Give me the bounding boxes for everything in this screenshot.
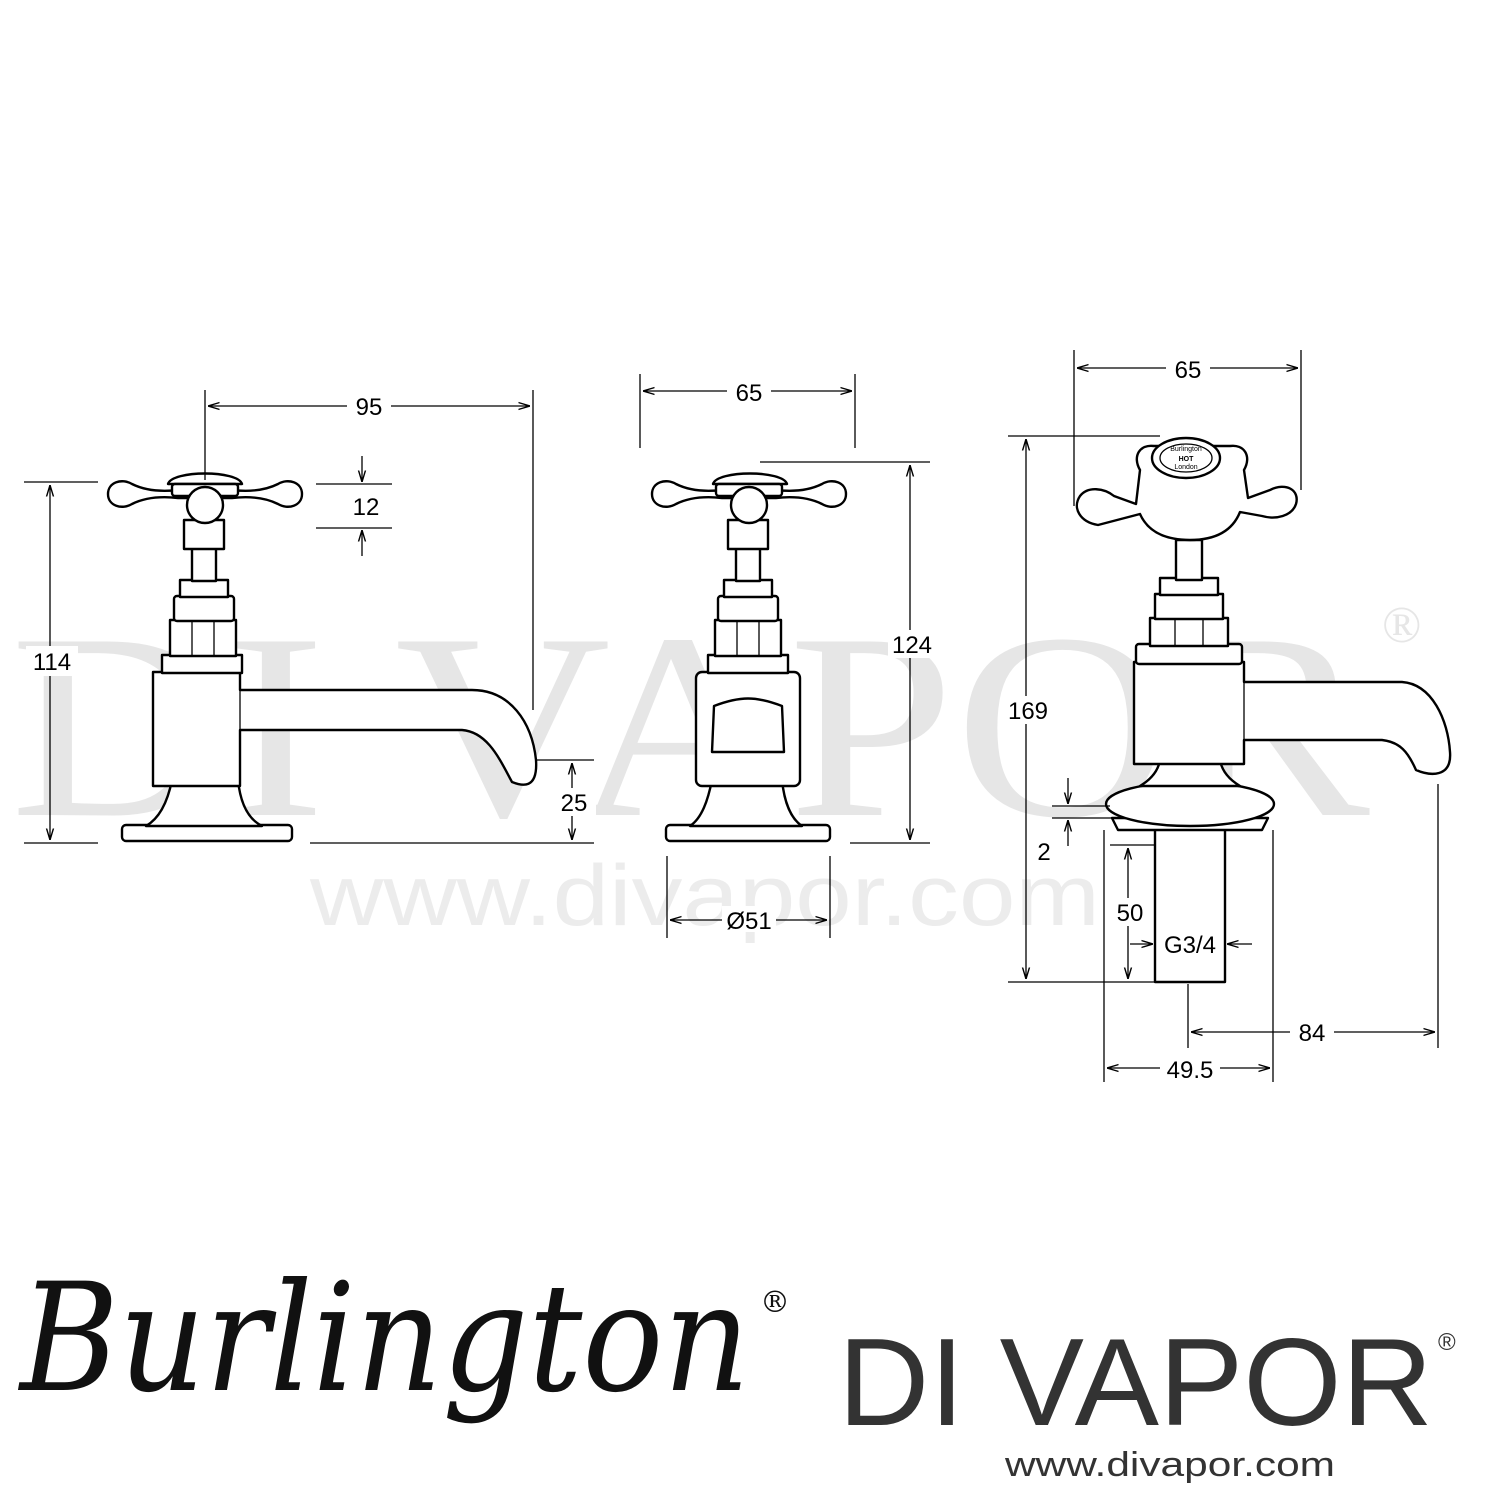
- detail-body-spout: [1132, 660, 1452, 775]
- detail-cross-handle: [1075, 444, 1298, 542]
- badge-hot-label: HOT: [1179, 456, 1195, 463]
- dim-front-width: 65: [736, 380, 763, 407]
- side-stem-top: [182, 518, 226, 551]
- badge-sub: London: [1174, 464, 1197, 471]
- front-base-plate: [664, 823, 832, 843]
- dim-tail-length: 50: [1117, 900, 1144, 927]
- detail-view: Burlington HOT London 65 169 2 50 G3/4 8…: [1004, 350, 1452, 1084]
- detail-stem: [1174, 538, 1204, 582]
- side-view: 114 95 12 25: [24, 390, 596, 844]
- detail-flange: [1104, 780, 1276, 828]
- dim-tail-to-spout: 84: [1299, 1020, 1326, 1047]
- side-gland: [172, 594, 236, 623]
- divapor-url: www.divapor.com: [1004, 1446, 1335, 1484]
- watermark-url: www.divapor.com: [309, 848, 1100, 944]
- front-handle-cap: [711, 472, 789, 486]
- front-stem: [734, 546, 762, 583]
- side-collar: [160, 653, 244, 675]
- front-spout-opening: [710, 697, 786, 754]
- dim-flange-thickness: 2: [1037, 839, 1050, 866]
- front-pedestal: [688, 778, 804, 828]
- watermark-registered-mark: ®: [1382, 597, 1422, 654]
- dim-detail-width: 65: [1175, 357, 1202, 384]
- dim-handle-height: 12: [353, 494, 380, 521]
- burlington-logo: Burlington: [17, 1252, 750, 1426]
- dim-side-width: 95: [356, 394, 383, 421]
- dim-detail-height: 169: [1008, 698, 1048, 725]
- burlington-registered-mark: ®: [760, 1285, 790, 1320]
- side-pedestal: [144, 778, 264, 828]
- logos: Burlington ® DI VAPOR ® www.divapor.com: [0, 1236, 1456, 1486]
- divapor-logo: DI VAPOR: [838, 1314, 1433, 1452]
- side-handle-hub: [185, 485, 225, 525]
- detail-hex-nut: [1148, 616, 1230, 648]
- front-view: 65 124 Ø51: [639, 374, 936, 938]
- side-base-plate: [120, 823, 294, 843]
- badge-brand: Burlington: [1170, 446, 1202, 453]
- dim-front-height: 124: [892, 632, 932, 659]
- divapor-registered-mark: ®: [1438, 1329, 1456, 1356]
- detail-pedestal: [1138, 758, 1242, 788]
- side-hex-nut: [168, 618, 238, 658]
- front-handle-hub: [729, 485, 769, 525]
- side-body-spout: [151, 670, 538, 788]
- side-stem: [190, 546, 218, 583]
- dim-thread-size: G3/4: [1164, 932, 1216, 959]
- dim-spout-height: 25: [561, 790, 588, 817]
- dim-base-diameter: Ø51: [726, 908, 771, 935]
- dim-side-height: 114: [33, 649, 71, 676]
- front-hex-nut: [713, 618, 783, 658]
- side-ring: [178, 578, 230, 599]
- dim-flange-diameter: 49.5: [1167, 1057, 1214, 1084]
